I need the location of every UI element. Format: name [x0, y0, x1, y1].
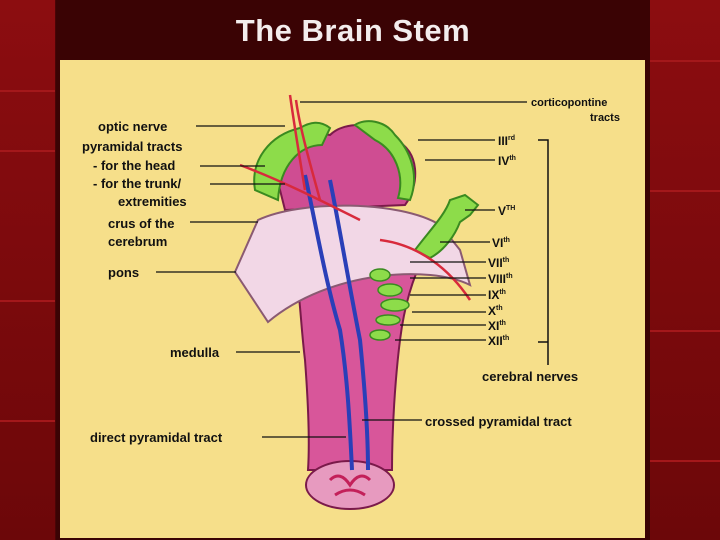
slide-title: The Brain Stem — [235, 13, 471, 48]
optic-tract-right-shape — [353, 120, 415, 202]
label-optic-nerve: optic nerve — [98, 119, 167, 134]
medulla-cross-detail — [328, 474, 372, 497]
label-direct-pyramidal-tract: direct pyramidal tract — [90, 430, 223, 445]
label-for-the-head: - for the head — [93, 158, 175, 173]
nerve-label-v: VTH — [498, 204, 515, 218]
nerve-label-group: IIIrd IVth VTH VIth VIIth VIIIth IXth Xt… — [488, 134, 516, 348]
left-decorative-band — [0, 0, 55, 540]
nerve-label-iv: IVth — [498, 154, 516, 168]
leader-lines — [156, 101, 527, 438]
nerve-label-vii: VIIth — [488, 256, 509, 270]
label-extremities: extremities — [118, 194, 187, 209]
corticopontine-tracts-red — [239, 94, 472, 301]
nerve-label-x: Xth — [488, 304, 503, 318]
pons-shape — [233, 204, 472, 324]
label-for-the-trunk: - for the trunk/ — [93, 176, 181, 191]
pyramidal-tracts-blue — [303, 174, 370, 471]
label-corticopontine-2: tracts — [590, 112, 620, 124]
nerve-label-xii: XIIth — [488, 334, 509, 348]
label-pons: pons — [108, 265, 139, 280]
label-crus-1: crus of the — [108, 216, 174, 231]
label-medulla: medulla — [170, 345, 220, 360]
label-corticopontine-1: corticopontine — [531, 97, 607, 109]
nerve-label-ix: IXth — [488, 288, 506, 302]
nerve-label-iii: IIIrd — [498, 134, 515, 148]
nerve-label-vi: VIth — [492, 236, 510, 250]
label-crus-2: cerebrum — [108, 234, 167, 249]
nerve-label-viii: VIIIth — [488, 272, 513, 286]
label-pyramidal-tracts: pyramidal tracts — [82, 139, 182, 154]
nerve-label-xi: XIth — [488, 319, 506, 333]
optic-chiasm-shape — [253, 121, 332, 202]
nerve-roots — [369, 268, 410, 341]
cerebral-nerves-bracket — [538, 139, 549, 365]
right-decorative-band — [650, 0, 720, 540]
label-crossed-pyramidal-tract: crossed pyramidal tract — [425, 414, 572, 429]
label-cerebral-nerves: cerebral nerves — [482, 369, 578, 384]
